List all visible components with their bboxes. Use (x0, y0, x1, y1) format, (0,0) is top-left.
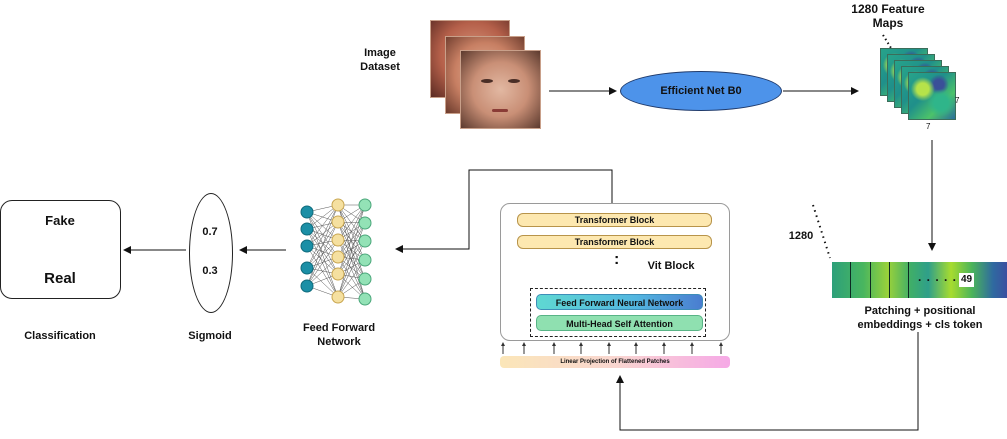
ffn-connection (337, 240, 366, 275)
feed-forward-network-graphic (300, 198, 372, 306)
patch-divider (870, 262, 871, 298)
sigmoid-value-fake: 0.7 (202, 226, 218, 238)
patching-caption: Patching + positional embeddings + cls t… (845, 304, 995, 332)
ffn-hidden-node (331, 267, 345, 281)
ffn-connection (337, 204, 366, 241)
feature-map-dim-bottom: 7 (926, 122, 931, 131)
ffn-hidden-node (331, 250, 345, 264)
patch-token-strip: . . . . . 49 (832, 262, 1007, 298)
ffn-input-node (300, 261, 314, 275)
class-real-label: Real (44, 270, 76, 287)
ffn-connection (306, 204, 339, 247)
patch-input-arrowhead (662, 342, 666, 346)
feature-maps-title-line2: Maps (872, 16, 904, 30)
patch-input-arrowhead (690, 342, 694, 346)
ffn-output-node (358, 272, 372, 286)
image-dataset-label-line1: Image (364, 47, 396, 59)
efficientnet-b0-node: Efficient Net B0 (620, 71, 782, 111)
patch-divider (889, 262, 890, 298)
ffn-input-node (300, 222, 314, 236)
vit-block-label: Vit Block (647, 260, 695, 272)
classification-caption: Classification (24, 330, 96, 342)
ffn-input-node (300, 205, 314, 219)
ffn-connection (337, 204, 366, 275)
ffn-connection (306, 256, 339, 287)
ffn-output-node (358, 198, 372, 212)
feature-map-dim-right: 7 (955, 96, 960, 105)
ffn-output-node (358, 253, 372, 267)
transformer-block-1: Transformer Block (517, 213, 712, 227)
patch-divider (850, 262, 851, 298)
sigmoid-value-real: 0.3 (202, 265, 218, 277)
ffn-connection (337, 259, 366, 298)
linear-projection-bar: Linear Projection of Flattened Patches (500, 356, 730, 368)
patch-input-arrowhead (501, 342, 505, 346)
face-mouth-icon (492, 109, 508, 112)
arrow-vit-to-ffn (395, 169, 613, 253)
feature-map-layer (908, 72, 956, 120)
ffn-caption-line2: Network (317, 336, 361, 348)
ffn-connection (306, 239, 339, 287)
sigmoid-output-node (189, 193, 233, 313)
face-eye-icon (508, 79, 520, 83)
patch-ellipsis: . . . . . (918, 270, 958, 284)
patch-divider (908, 262, 909, 298)
face-eye-icon (481, 79, 493, 83)
patch-depth-dots (812, 204, 831, 259)
ffn-caption-line1: Feed Forward (302, 322, 376, 334)
ffn-caption: Feed Forward Network (289, 321, 389, 349)
class-fake-label: Fake (45, 213, 75, 228)
ffn-connection (337, 204, 366, 258)
ffn-hidden-node (331, 290, 345, 304)
transformer-block-2: Transformer Block (517, 235, 712, 249)
ffn-hidden-node (331, 233, 345, 247)
arrow-patches-to-linear-projection (616, 332, 919, 431)
ffn-input-node (300, 279, 314, 293)
ffn-connection (337, 222, 366, 298)
image-dataset-label: Image Dataset (350, 46, 410, 74)
feature-maps-title-line1: 1280 Feature (851, 2, 925, 16)
ffn-connection (337, 221, 366, 261)
multi-head-self-attention-block: Multi-Head Self Attention (536, 315, 703, 331)
ffn-connection (306, 245, 339, 275)
ffn-connection (306, 221, 339, 247)
ffn-connection (337, 222, 366, 275)
image-dataset-label-line2: Dataset (360, 61, 400, 73)
face-image-3 (460, 50, 541, 129)
ffn-connection (337, 256, 366, 300)
patch-input-arrowhead (579, 342, 583, 346)
classification-box (0, 200, 121, 299)
ffn-output-node (358, 216, 372, 230)
ffn-input-node (300, 239, 314, 253)
patch-input-arrowhead (522, 342, 526, 346)
patching-caption-line2: embeddings + cls token (857, 319, 983, 331)
featuremap-depth-dots (882, 34, 892, 49)
feature-maps-title: 1280 Feature Maps (838, 2, 938, 30)
feed-forward-neural-network-block: Feed Forward Neural Network (536, 294, 703, 310)
patch-depth-label: 1280 (788, 230, 814, 242)
patch-input-arrowhead (719, 342, 723, 346)
ffn-output-node (358, 234, 372, 248)
ffn-connection (337, 240, 366, 298)
sigmoid-caption: Sigmoid (188, 330, 232, 342)
ffn-connection (306, 221, 339, 287)
patch-input-arrowhead (634, 342, 638, 346)
patch-count: 49 (959, 273, 974, 287)
patch-input-arrowhead (607, 342, 611, 346)
ffn-output-node (358, 292, 372, 306)
ffn-connection (306, 211, 339, 241)
patching-caption-line1: Patching + positional (864, 305, 976, 317)
ffn-hidden-node (331, 198, 345, 212)
ffn-connection (306, 204, 339, 269)
encoder-sublayer-group (530, 288, 706, 337)
ffn-connection (306, 204, 339, 230)
transformer-block-continuation: : (614, 251, 620, 268)
patch-input-arrowhead (552, 342, 556, 346)
ffn-hidden-node (331, 215, 345, 229)
patch-input-arrows (501, 342, 723, 354)
